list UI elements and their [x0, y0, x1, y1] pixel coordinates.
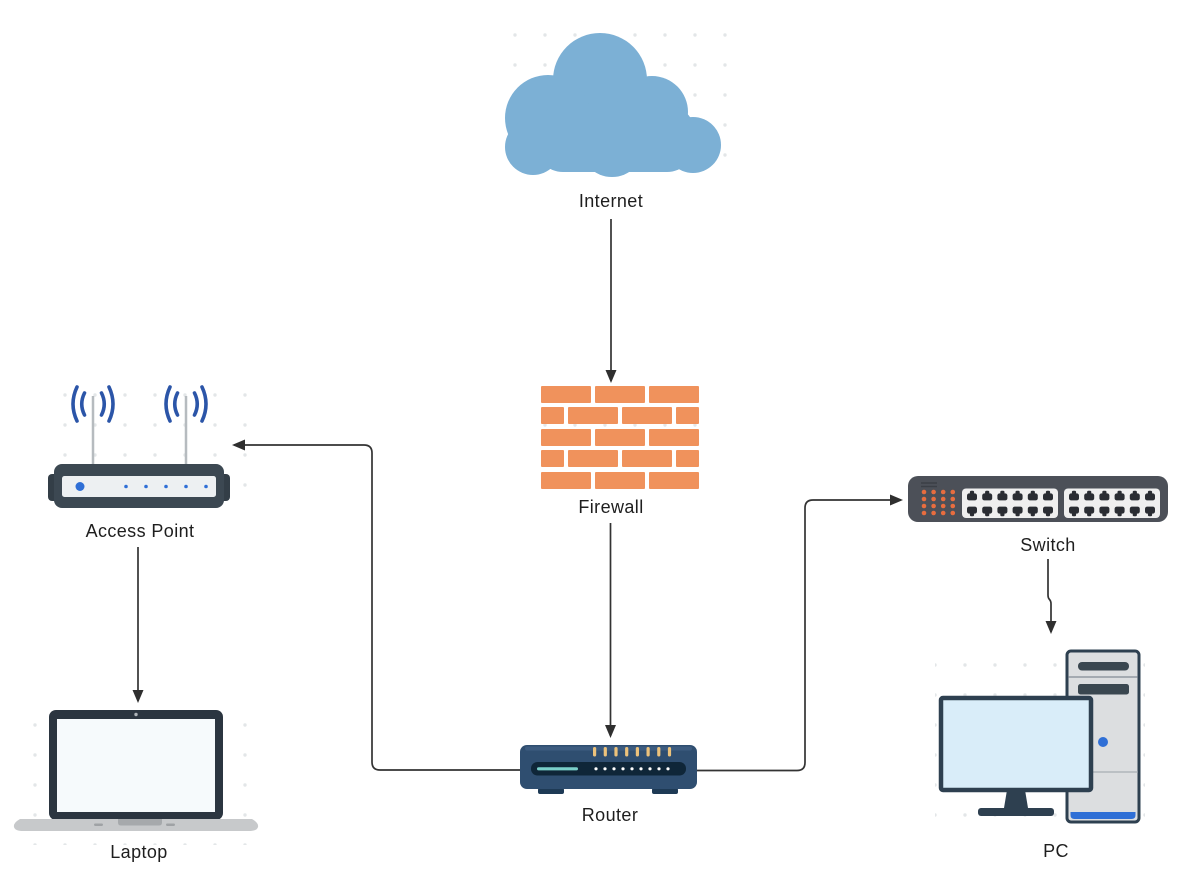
node-router: Router [520, 745, 697, 825]
edge-router-access-point [232, 439, 520, 771]
node-switch: Switch [908, 476, 1168, 555]
wifi-signal-icon [71, 385, 208, 423]
edges [132, 219, 1057, 772]
power-button [1098, 737, 1108, 747]
node-pc: PC [938, 649, 1141, 861]
node-pc-label: PC [1043, 841, 1069, 861]
antenna-pins [593, 747, 672, 757]
node-router-label: Router [582, 805, 638, 825]
cloud-icon [505, 33, 721, 177]
edge-router-switch [697, 494, 903, 772]
node-laptop-label: Laptop [110, 842, 167, 862]
brick-wall-icon [541, 386, 699, 489]
node-switch-label: Switch [1020, 535, 1075, 555]
led-grid [921, 489, 956, 516]
webcam-dot [134, 712, 138, 717]
node-internet-label: Internet [579, 191, 643, 211]
node-internet: Internet [505, 33, 721, 211]
edge-switch-pc [1045, 559, 1057, 634]
monitor-icon [938, 695, 1094, 816]
node-laptop: Laptop [13, 710, 259, 862]
node-firewall-label: Firewall [578, 497, 643, 517]
network-switch-icon [908, 476, 1168, 522]
router-icon [520, 745, 697, 794]
node-access-point: Access Point [48, 385, 230, 541]
node-access-point-label: Access Point [86, 521, 195, 541]
wireless-access-point-icon [48, 385, 230, 508]
laptop-icon [13, 710, 259, 831]
node-firewall: Firewall [541, 386, 699, 517]
